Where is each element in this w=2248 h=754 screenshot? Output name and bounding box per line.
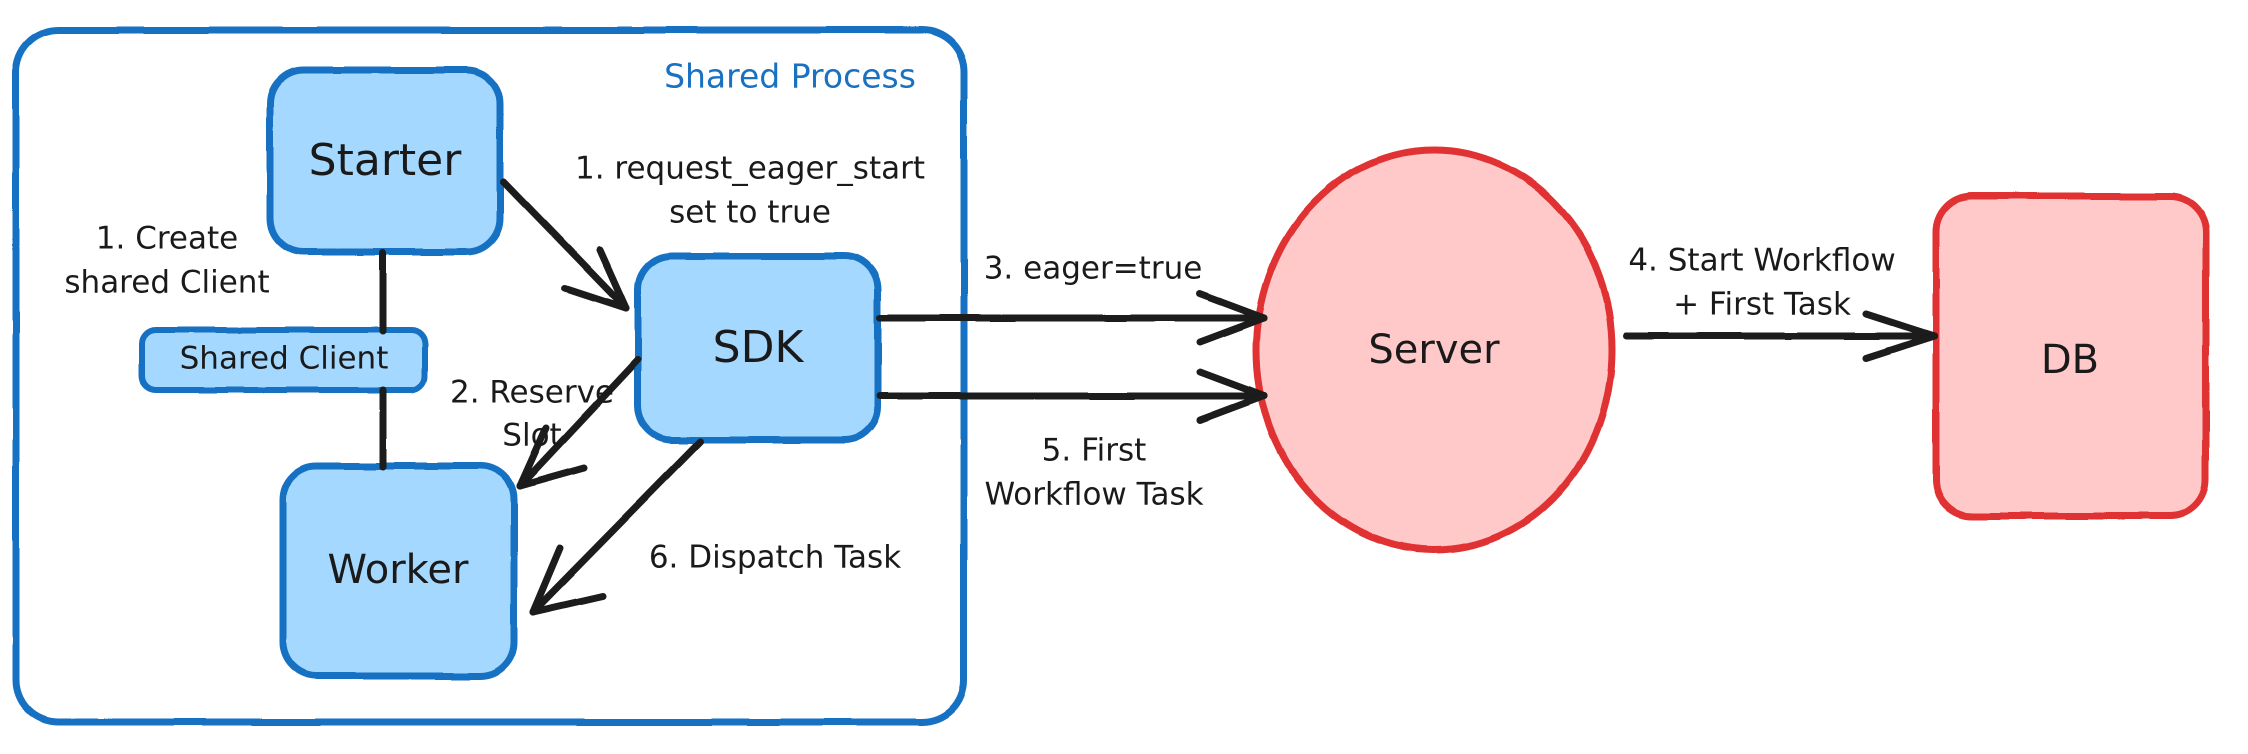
connector-sdk-to-worker-reserve-slot (516, 356, 642, 490)
node-label-shared-client[interactable]: Shared Client (180, 341, 389, 377)
edge-label-first-workflow-task-line2: Workflow Task (984, 477, 1203, 513)
group-label-shared-process: Shared Process (664, 57, 916, 96)
node-server-shape (1252, 146, 1616, 554)
node-label-sdk[interactable]: SDK (713, 322, 805, 373)
node-shared-client-shape (139, 327, 428, 393)
shared-process-container (12, 26, 968, 726)
edge-label-reserve-slot-line2: Slot (502, 418, 561, 454)
node-sdk-shape (634, 252, 882, 444)
edge-label-start-workflow-line1: 4. Start Workflow (1628, 243, 1895, 279)
edge-label-request-eager-start: 1. request_eager_start set to true (575, 151, 925, 231)
edge-label-reserve-slot-line1: 2. Reserve (450, 375, 614, 411)
node-label-starter[interactable]: Starter (309, 135, 463, 186)
edge-label-first-workflow-task-line1: 5. First (1042, 433, 1147, 469)
edge-label-start-workflow-line2: + First Task (1673, 287, 1851, 323)
edge-label-start-workflow: 4. Start Workflow + First Task (1628, 243, 1895, 323)
node-label-worker[interactable]: Worker (328, 547, 469, 593)
edge-label-dispatch-task: 6. Dispatch Task (649, 540, 901, 576)
node-label-db[interactable]: DB (2041, 337, 2099, 383)
connector-sdk-to-server-first-task (876, 368, 1268, 424)
connector-server-to-db (1622, 310, 1938, 362)
edge-label-first-workflow-task: 5. First Workflow Task (984, 433, 1203, 513)
connector-sdk-to-server-eager (876, 290, 1268, 346)
edge-label-dispatch-task-line1: 6. Dispatch Task (649, 540, 901, 576)
node-worker-shape (279, 462, 518, 680)
connector-starter-to-sdk (500, 178, 630, 312)
node-label-server[interactable]: Server (1368, 327, 1500, 373)
connector-sdk-to-worker-dispatch-task (529, 438, 704, 616)
edge-label-create-shared-client-line1: 1. Create (96, 221, 238, 257)
edge-label-eager-true-line1: 3. eager=true (984, 251, 1203, 287)
edge-label-create-shared-client-line2: shared Client (64, 265, 269, 301)
edge-label-create-shared-client: 1. Create shared Client (64, 221, 269, 301)
edge-label-reserve-slot: 2. Reserve Slot (450, 375, 614, 454)
edge-label-eager-true: 3. eager=true (984, 251, 1203, 287)
edge-label-request-eager-start-line2: set to true (669, 195, 831, 231)
edge-label-request-eager-start-line1: 1. request_eager_start (575, 151, 925, 187)
node-db-shape (1932, 192, 2210, 520)
